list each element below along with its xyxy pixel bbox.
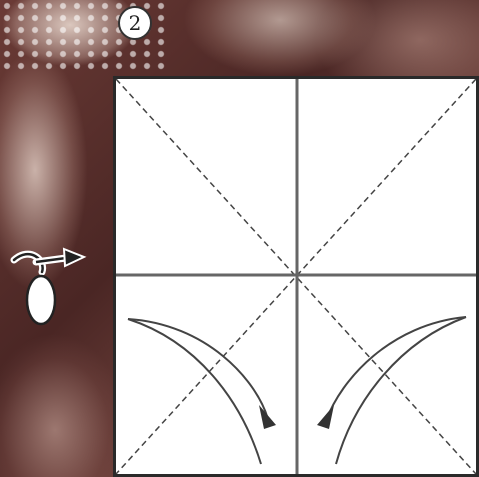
fold-arrow-left xyxy=(128,319,268,419)
step-number-badge: 2 xyxy=(118,6,152,40)
fold-diagram xyxy=(113,76,479,477)
arrowhead-right xyxy=(317,405,334,429)
turn-over-icon xyxy=(6,238,96,330)
arrowhead-left xyxy=(259,405,276,429)
